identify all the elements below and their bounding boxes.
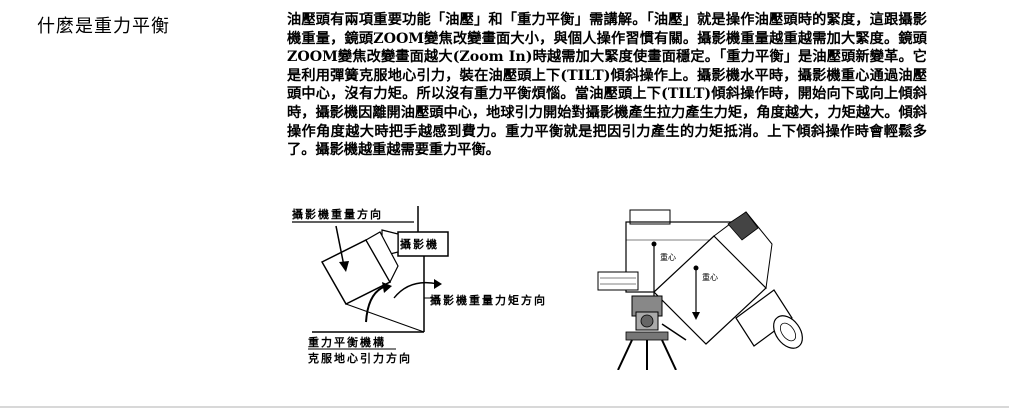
label-mechanism: 重力平衡機構 [308,335,386,349]
label-weight-direction: 攝影機重量方向 [292,207,383,221]
bottom-divider [0,406,1009,408]
label-center-of-gravity-2: 重心 [702,272,718,282]
label-camera: 攝影機 [400,237,439,251]
description-paragraph: 油壓頭有兩項重要功能「油壓」和「重力平衡」需講解。「油壓」就是操作油壓頭時的緊度… [287,12,927,159]
camera-tripod-illustration: 重心 重心 [597,209,803,370]
page-title: 什麼是重力平衡 [37,16,170,37]
label-center-of-gravity-1: 重心 [660,252,676,262]
gravity-balance-diagram: 攝影機重量方向 攝影機 攝影機重量力矩方向 重力平衡機構 克服地心引力方向 [292,206,547,365]
label-counter-direction: 克服地心引力方向 [308,351,412,365]
label-moment-direction: 攝影機重量力矩方向 [430,293,547,307]
